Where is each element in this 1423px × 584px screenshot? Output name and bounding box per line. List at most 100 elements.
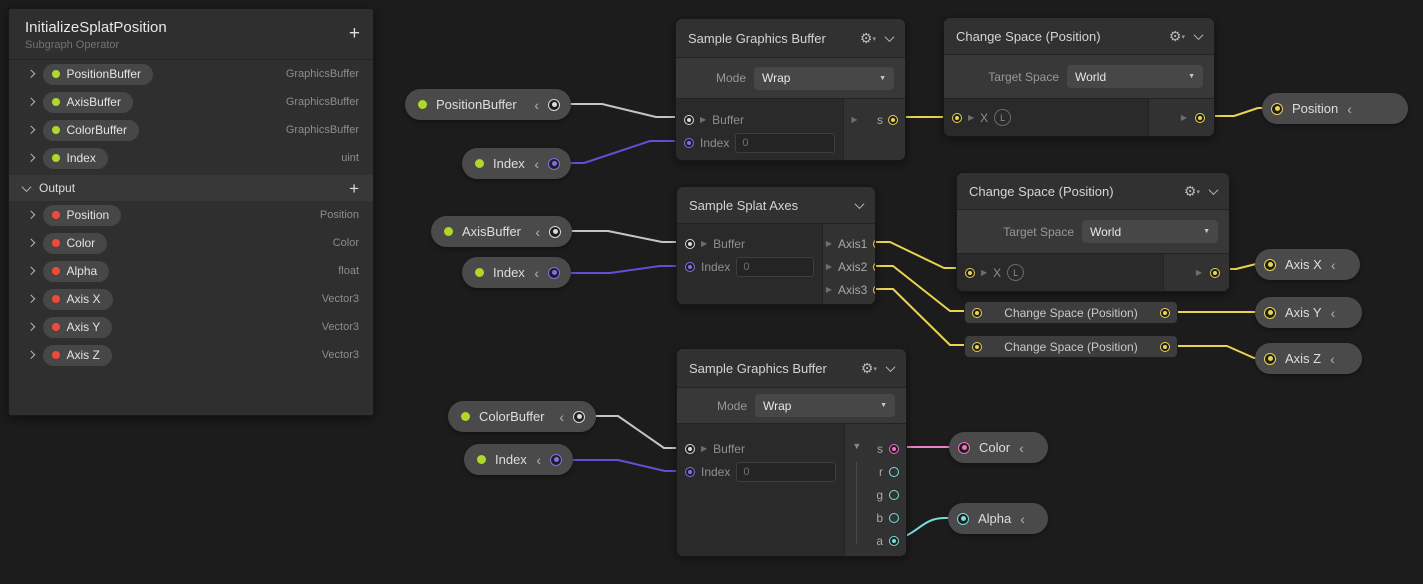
collapse-chevron-icon[interactable]: ‹ [1020,510,1025,527]
edge-index-to-ssa[interactable] [552,265,695,274]
expand-triangle-icon[interactable]: ▶ [701,443,708,453]
expand-triangle-icon[interactable]: ▶ [825,261,833,271]
buffer-input-port[interactable] [685,238,695,249]
expand-triangle-icon[interactable]: ▶ [825,284,833,294]
pill-positionbuffer[interactable]: PositionBuffer ‹ [405,89,571,120]
collapse-chevron-icon[interactable] [1193,29,1204,40]
axis1-output-port[interactable] [873,238,875,249]
pill-output-port[interactable] [548,157,560,170]
expand-chevron-icon[interactable] [26,323,35,331]
axis2-output-port[interactable] [873,261,875,272]
collapse-chevron-icon[interactable] [884,31,895,42]
pill-colorbuffer[interactable]: ColorBuffer ‹ [448,401,596,432]
mode-dropdown[interactable]: Wrap ▼ [754,66,894,90]
index-value-field[interactable]: 0 [736,256,815,277]
axis3-output-port[interactable] [873,284,875,295]
node-change-space-collapsed-1[interactable]: Change Space (Position) [964,301,1178,324]
edge-index-to-sgb2[interactable] [555,459,695,472]
pill-output-port[interactable] [549,225,561,238]
expand-chevron-icon[interactable] [26,351,35,359]
s-output-port[interactable] [889,443,899,454]
expand-triangle-icon[interactable]: ▶ [701,238,708,248]
node-change-space-1[interactable]: Change Space (Position) ⚙▾ Target Space … [943,17,1215,137]
node-header[interactable]: Change Space (Position) ⚙▾ [957,173,1229,210]
pill-output-port[interactable] [548,266,560,279]
collapse-outputs-triangle-icon[interactable]: ▼ [852,441,862,451]
pill-output-port[interactable] [550,453,562,466]
output-section-header[interactable]: Output + [9,175,373,201]
collapse-chevron-icon[interactable] [885,361,896,372]
node-change-space-collapsed-2[interactable]: Change Space (Position) [964,335,1178,358]
parameter-row[interactable]: Axis X Vector3 [9,285,373,313]
output-triangle-icon[interactable]: ▶ [851,114,858,124]
buffer-input-port[interactable] [684,114,694,125]
index-input-port[interactable] [685,466,695,477]
settings-gear-icon[interactable]: ⚙▾ [860,360,877,376]
expand-chevron-icon[interactable] [26,154,35,162]
collapse-chevron-icon[interactable]: ‹ [535,223,540,240]
parameter-row[interactable]: Axis Y Vector3 [9,313,373,341]
expand-chevron-icon[interactable] [26,267,35,275]
settings-gear-icon[interactable]: ⚙▾ [859,30,876,46]
expand-chevron-icon[interactable] [26,98,35,106]
collapse-chevron-icon[interactable]: ‹ [534,264,539,281]
node-sample-splat-axes[interactable]: Sample Splat Axes ▶ Buffer Index 0 ▶ [676,186,876,305]
collapse-chevron-icon[interactable] [1208,184,1219,195]
index-value-field[interactable]: 0 [735,132,836,153]
parameter-row[interactable]: Position Position [9,201,373,229]
a-output-port[interactable] [889,535,899,546]
expand-triangle-icon[interactable]: ▶ [700,114,707,124]
pill-index-3[interactable]: Index ‹ [464,444,573,475]
node-header[interactable]: Sample Splat Axes [677,187,875,224]
collapse-chevron-icon[interactable] [21,181,32,192]
target-space-dropdown[interactable]: World ▼ [1067,65,1203,88]
collapse-chevron-icon[interactable]: ‹ [1330,304,1336,321]
pill-output-port[interactable] [573,410,585,423]
output-port[interactable] [1159,341,1170,352]
g-output-port[interactable] [889,489,899,500]
buffer-input-port[interactable] [685,443,695,454]
collapse-chevron-icon[interactable]: ‹ [536,451,541,468]
expand-triangle-icon[interactable]: ▶ [825,238,833,248]
local-space-badge[interactable]: L [994,109,1012,126]
parameter-row[interactable]: PositionBuffer GraphicsBuffer [9,60,373,88]
expand-chevron-icon[interactable] [26,70,35,78]
input-port[interactable] [972,341,982,352]
mode-dropdown[interactable]: Wrap ▼ [755,394,895,417]
expand-chevron-icon[interactable] [26,295,35,303]
collapse-chevron-icon[interactable]: ‹ [559,408,564,425]
pill-alpha[interactable]: Alpha ‹ [948,503,1048,534]
pill-index-2[interactable]: Index ‹ [462,257,571,288]
expand-triangle-icon[interactable]: ▶ [968,112,975,122]
pill-axis-x[interactable]: Axis X ‹ [1255,249,1360,280]
position-output-port[interactable] [1195,112,1205,123]
pill-input-port[interactable] [957,512,969,525]
index-input-port[interactable] [685,261,695,272]
index-value-field[interactable]: 0 [736,461,837,482]
b-output-port[interactable] [889,512,899,523]
collapse-chevron-icon[interactable]: ‹ [1330,256,1336,273]
pill-axis-y[interactable]: Axis Y ‹ [1255,297,1362,328]
parameter-row[interactable]: Index uint [9,144,373,172]
collapse-chevron-icon[interactable]: ‹ [1330,350,1335,367]
output-port[interactable] [1159,307,1170,318]
settings-gear-icon[interactable]: ⚙▾ [1183,183,1200,199]
r-output-port[interactable] [889,466,899,477]
edge-positionbuffer-to-buffer[interactable] [559,103,695,118]
pill-input-port[interactable] [1264,258,1276,271]
pill-input-port[interactable] [1264,352,1276,365]
node-header[interactable]: Change Space (Position) ⚙▾ [944,18,1214,55]
blackboard-panel[interactable]: InitializeSplatPosition Subgraph Operato… [8,8,374,416]
expand-triangle-icon[interactable]: ▶ [981,267,988,277]
pill-input-port[interactable] [1264,306,1276,319]
edge-axis3-to-collapsed2[interactable] [861,288,977,346]
expand-chevron-icon[interactable] [26,239,35,247]
target-space-dropdown[interactable]: World ▼ [1082,220,1218,243]
add-parameter-button[interactable]: + [348,23,360,44]
pill-axis-z[interactable]: Axis Z ‹ [1255,343,1362,374]
collapse-chevron-icon[interactable] [854,198,865,209]
position-output-port[interactable] [1210,267,1220,278]
parameter-row[interactable]: Color Color [9,229,373,257]
node-sample-graphics-buffer-2[interactable]: Sample Graphics Buffer ⚙▾ Mode Wrap ▼ ▶ … [676,348,907,557]
